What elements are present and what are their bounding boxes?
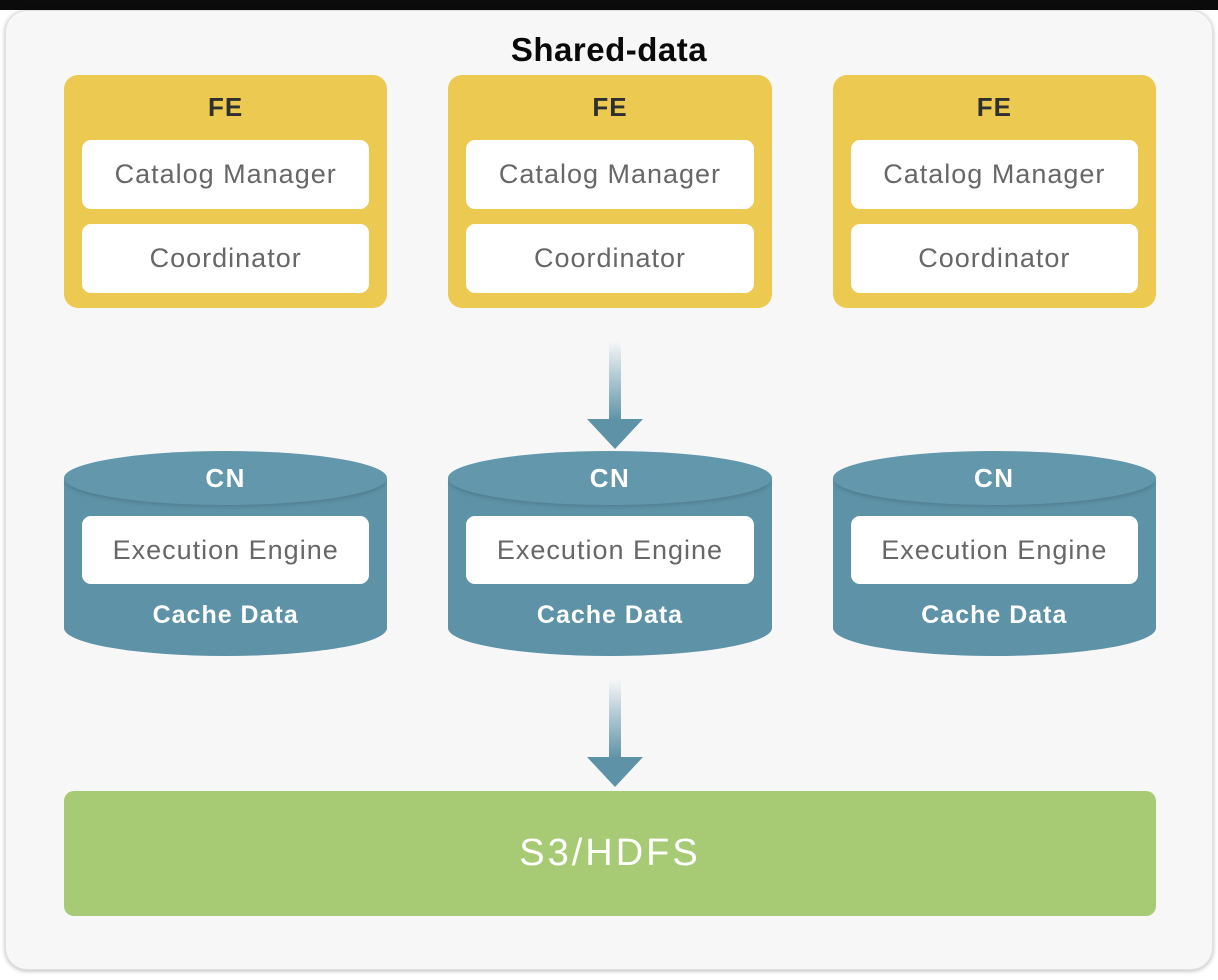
cn-label: CN <box>589 463 631 493</box>
cache-data-label: Cache Data <box>921 601 1068 629</box>
cache-data-label: Cache Data <box>152 601 299 629</box>
cn-content: CN Execution Engine Cache Data <box>448 451 771 656</box>
cn-node: CN Execution Engine Cache Data <box>64 451 388 656</box>
catalog-manager-box: Catalog Manager <box>82 140 370 209</box>
catalog-manager-box: Catalog Manager <box>850 140 1138 209</box>
down-arrow-icon <box>587 341 643 449</box>
cn-content: CN Execution Engine Cache Data <box>833 451 1156 656</box>
cn-cylinder-top <box>448 451 772 505</box>
cn-node: CN Execution Engine Cache Data <box>448 451 772 656</box>
cn-node: CN Execution Engine Cache Data <box>832 451 1156 656</box>
cn-label: CN <box>205 463 246 493</box>
catalog-manager-box: Catalog Manager <box>466 140 754 209</box>
execution-engine-box: Execution Engine <box>82 516 370 584</box>
cache-data-label: Cache Data <box>536 601 684 629</box>
fe-row: FE Catalog Manager Coordinator FE Catalo… <box>64 75 1156 308</box>
fe-node: FE Catalog Manager Coordinator <box>64 75 388 308</box>
storage-label: S3/HDFS <box>519 832 701 874</box>
fe-label: FE <box>208 92 244 122</box>
fe-node: FE Catalog Manager Coordinator <box>448 75 772 308</box>
diagram-canvas: Shared-data FE Catalog Manager Coordinat… <box>5 10 1213 970</box>
fe-label: FE <box>592 92 628 122</box>
execution-engine-box: Execution Engine <box>466 516 754 584</box>
down-arrow-icon <box>587 679 643 787</box>
fe-label: FE <box>976 92 1012 122</box>
coordinator-box: Coordinator <box>466 224 754 293</box>
storage-box: S3/HDFS <box>64 791 1156 916</box>
cn-cylinder-top <box>64 451 388 505</box>
cn-cylinder-top <box>832 451 1156 505</box>
top-window-edge <box>0 0 1218 10</box>
execution-engine-box: Execution Engine <box>850 516 1138 584</box>
cn-label: CN <box>974 463 1015 493</box>
coordinator-box: Coordinator <box>82 224 370 293</box>
cn-content: CN Execution Engine Cache Data <box>64 451 387 656</box>
coordinator-box: Coordinator <box>850 224 1138 293</box>
cn-row: CN Execution Engine Cache Data CN Execut… <box>64 451 1156 656</box>
page-title: Shared-data <box>510 31 708 68</box>
fe-node: FE Catalog Manager Coordinator <box>832 75 1156 308</box>
